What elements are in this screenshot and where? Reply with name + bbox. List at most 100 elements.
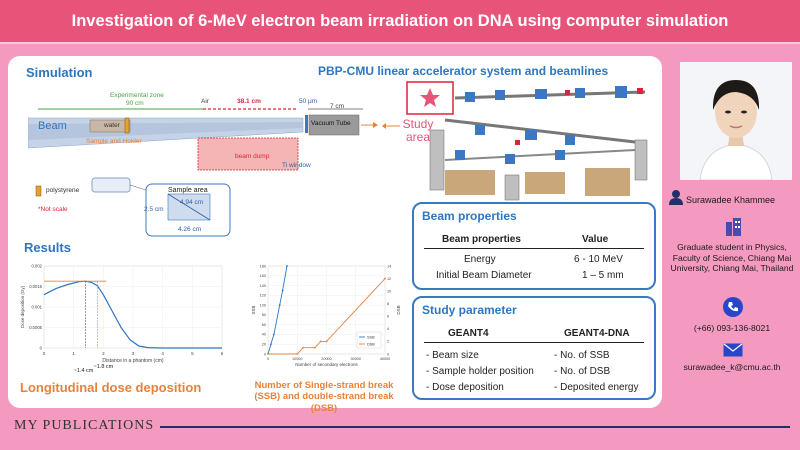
dose-x-tick: 3 — [132, 351, 135, 356]
dose-y-tick: 0.0015 — [29, 284, 42, 289]
series-point-dsb — [302, 346, 304, 349]
dose-x-tick: 0 — [43, 351, 46, 356]
beam-geometry-svg — [28, 108, 378, 237]
my-publications-link[interactable]: MY PUBLICATIONS — [14, 418, 155, 433]
beamline-diag — [444, 118, 636, 144]
study-parameter-panel: Study parameter GEANT4 GEANT4-DNA - Beam… — [412, 296, 656, 400]
dose-x-tick: 5 — [191, 351, 194, 356]
dose-x-tick: 6 — [221, 351, 224, 356]
device-pointer — [129, 184, 147, 191]
ti-window-label: Ti window — [282, 162, 311, 169]
sample-holder-device — [91, 177, 131, 193]
dose-x-label: Distance in a phantom (cm) — [102, 358, 163, 364]
phone-icon — [723, 297, 743, 317]
ssb-y-tick: 140 — [260, 284, 266, 288]
results-title: Results — [24, 240, 71, 255]
magnet-group — [455, 86, 627, 164]
polystyrene-label: polystyrene — [46, 187, 80, 194]
dsb-y-tick: 6 — [387, 315, 389, 319]
study-area-star — [420, 88, 440, 107]
legend-label-dsb: DSB — [367, 343, 375, 347]
dose-curve — [43, 280, 222, 349]
ssb-y-tick: 20 — [262, 343, 266, 347]
dsb-y-tick: 2 — [387, 340, 389, 344]
dose-x-tick: 4 — [161, 351, 164, 356]
dsb-y-tick: 14 — [387, 264, 391, 268]
beamline-top — [454, 90, 646, 100]
series-point-ssb — [286, 265, 288, 267]
beam-properties-divider — [424, 248, 644, 249]
sample-holder-rect — [89, 119, 131, 133]
vacuum-tube-rect — [308, 114, 360, 136]
simulation-title: Simulation — [26, 65, 93, 80]
dose-y-tick: 0 — [40, 346, 43, 351]
dim-426-label: 4.26 cm — [178, 226, 202, 233]
profile-photo — [680, 62, 792, 180]
contact-email[interactable]: surawadee_k@cmu.ac.th — [683, 362, 781, 372]
contact-phone[interactable]: (+66) 093-136-8021 — [693, 323, 771, 333]
ssb-y-tick: 120 — [260, 294, 266, 298]
geant4-item: - Beam size — [426, 350, 479, 361]
ssb-x-tick: 30000 — [350, 357, 361, 361]
avatar — [680, 62, 792, 180]
dim-494-label: 4.94 cm — [180, 199, 204, 206]
vacuum-tube-label: Vacuum Tube — [311, 120, 351, 127]
dsb-y-tick: 8 — [387, 302, 389, 306]
dsb-y-tick: 0 — [387, 352, 389, 356]
series-point-ssb — [270, 343, 272, 346]
ssb-x-label: Number of secondary electrons — [295, 362, 358, 367]
ssb-y-label: SSB — [251, 305, 256, 314]
study-parameter-col2: GEANT4-DNA — [564, 328, 630, 339]
ssb-y-tick: 80 — [262, 313, 266, 317]
ssb-x-tick: 40000 — [380, 357, 391, 361]
sample-area-diagonal — [167, 193, 211, 221]
dsb-y-tick: 4 — [387, 327, 389, 331]
accelerator-illustration — [406, 81, 648, 201]
beam-label: Beam — [38, 120, 67, 132]
polystyrene-bar — [124, 117, 130, 134]
study-area-label: Study area — [402, 117, 434, 145]
dose-x-tick: 1 — [72, 351, 75, 356]
study-area-arrow — [382, 123, 400, 129]
series-point-ssb — [272, 333, 275, 336]
beam-properties-col1: Beam properties — [442, 234, 521, 245]
series-point-ssb — [281, 289, 284, 292]
dose-caption: Longitudinal dose deposition — [20, 380, 202, 395]
series-point-dsb — [313, 346, 316, 349]
dsb-y-label: DSB — [396, 305, 401, 314]
dsb-y-tick: 12 — [387, 277, 391, 281]
ti-window-rect — [305, 115, 308, 133]
exp-zone-label: Experimental zone — [110, 92, 164, 99]
header-bar: Investigation of 6-MeV electron beam irr… — [0, 0, 800, 44]
ssb-x-tick: 0 — [267, 357, 269, 361]
contact-affiliation: Graduate student in Physics, Faculty of … — [670, 242, 794, 274]
series-point-dsb — [325, 340, 328, 343]
series-point-dsb — [319, 340, 322, 343]
study-parameter-col1: GEANT4 — [448, 328, 489, 339]
poster-title: Investigation of 6-MeV electron beam irr… — [71, 11, 729, 30]
beam-dump-rect — [197, 137, 299, 171]
geant4-dna-item: - Deposited energy — [554, 382, 639, 393]
footer-divider — [160, 426, 790, 428]
series-point-ssb — [278, 304, 281, 307]
ssb-x-tick: 10000 — [292, 357, 303, 361]
contact-name: Surawadee Khammee — [686, 195, 776, 205]
dose-y-tick: 0.001 — [32, 305, 43, 310]
support-group — [445, 168, 630, 196]
dose-x-tick: 2 — [102, 351, 105, 356]
dsb-y-tick: 10 — [387, 289, 391, 293]
dose-mark-18-label: ~1.8 cm — [94, 364, 114, 370]
series-line-ssb — [267, 265, 288, 355]
series-point-dsb — [296, 353, 299, 355]
ssb-y-tick: 40 — [262, 333, 266, 337]
exp-dist-label: 90 cm — [126, 100, 144, 107]
dose-y-tick: 0.002 — [32, 264, 43, 269]
legend-label-ssb: SSB — [367, 336, 375, 340]
not-scale-label: *Not scale — [38, 206, 68, 213]
ssb-y-tick: 180 — [260, 264, 266, 268]
dose-mark-14-label: ~1.4 cm — [74, 368, 94, 374]
beam-properties-row-name: Initial Beam Diameter — [436, 270, 532, 281]
dist-50-label: 50 μm — [299, 98, 318, 105]
